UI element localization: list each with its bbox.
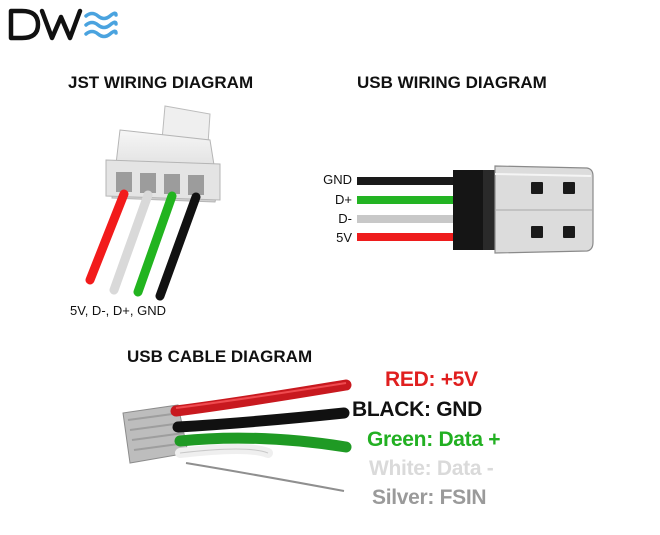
legend-key: BLACK: (352, 398, 431, 421)
usb-title: USB WIRING DIAGRAM (357, 73, 547, 92)
usb-pin-label: D+ (335, 192, 352, 207)
usb-pin-label: D- (338, 211, 352, 226)
jst-pin-caption: 5V, D-, D+, GND (70, 303, 166, 318)
legend-key: Green: (367, 428, 433, 451)
legend-value: +5V (440, 368, 478, 391)
usb-cable-illustration (122, 379, 352, 492)
logo-mark (8, 8, 83, 41)
usb-pin-label: GND (323, 172, 352, 187)
legend-value: GND (436, 398, 482, 421)
legend-value: Data + (438, 428, 501, 451)
usb-plug-illustration (357, 165, 594, 254)
legend-key: RED: (385, 368, 436, 391)
cable-title: USB CABLE DIAGRAM (127, 347, 313, 366)
legend-item-red: RED: +5V (385, 368, 478, 392)
legend-value: FSIN (439, 486, 487, 509)
waves-icon (84, 11, 118, 39)
legend-item-green: Green: Data + (367, 428, 501, 452)
usb-pin-label: 5V (336, 230, 352, 245)
jst-title: JST WIRING DIAGRAM (68, 73, 254, 92)
legend-item-silver: Silver: FSIN (372, 486, 487, 510)
legend-item-black: BLACK: GND (352, 398, 482, 422)
legend-item-white: White: Data - (369, 457, 494, 481)
legend-value: Data - (436, 457, 494, 480)
legend-key: Silver: (372, 486, 435, 509)
jst-connector-illustration (85, 105, 221, 301)
legend-key: White: (369, 457, 432, 480)
